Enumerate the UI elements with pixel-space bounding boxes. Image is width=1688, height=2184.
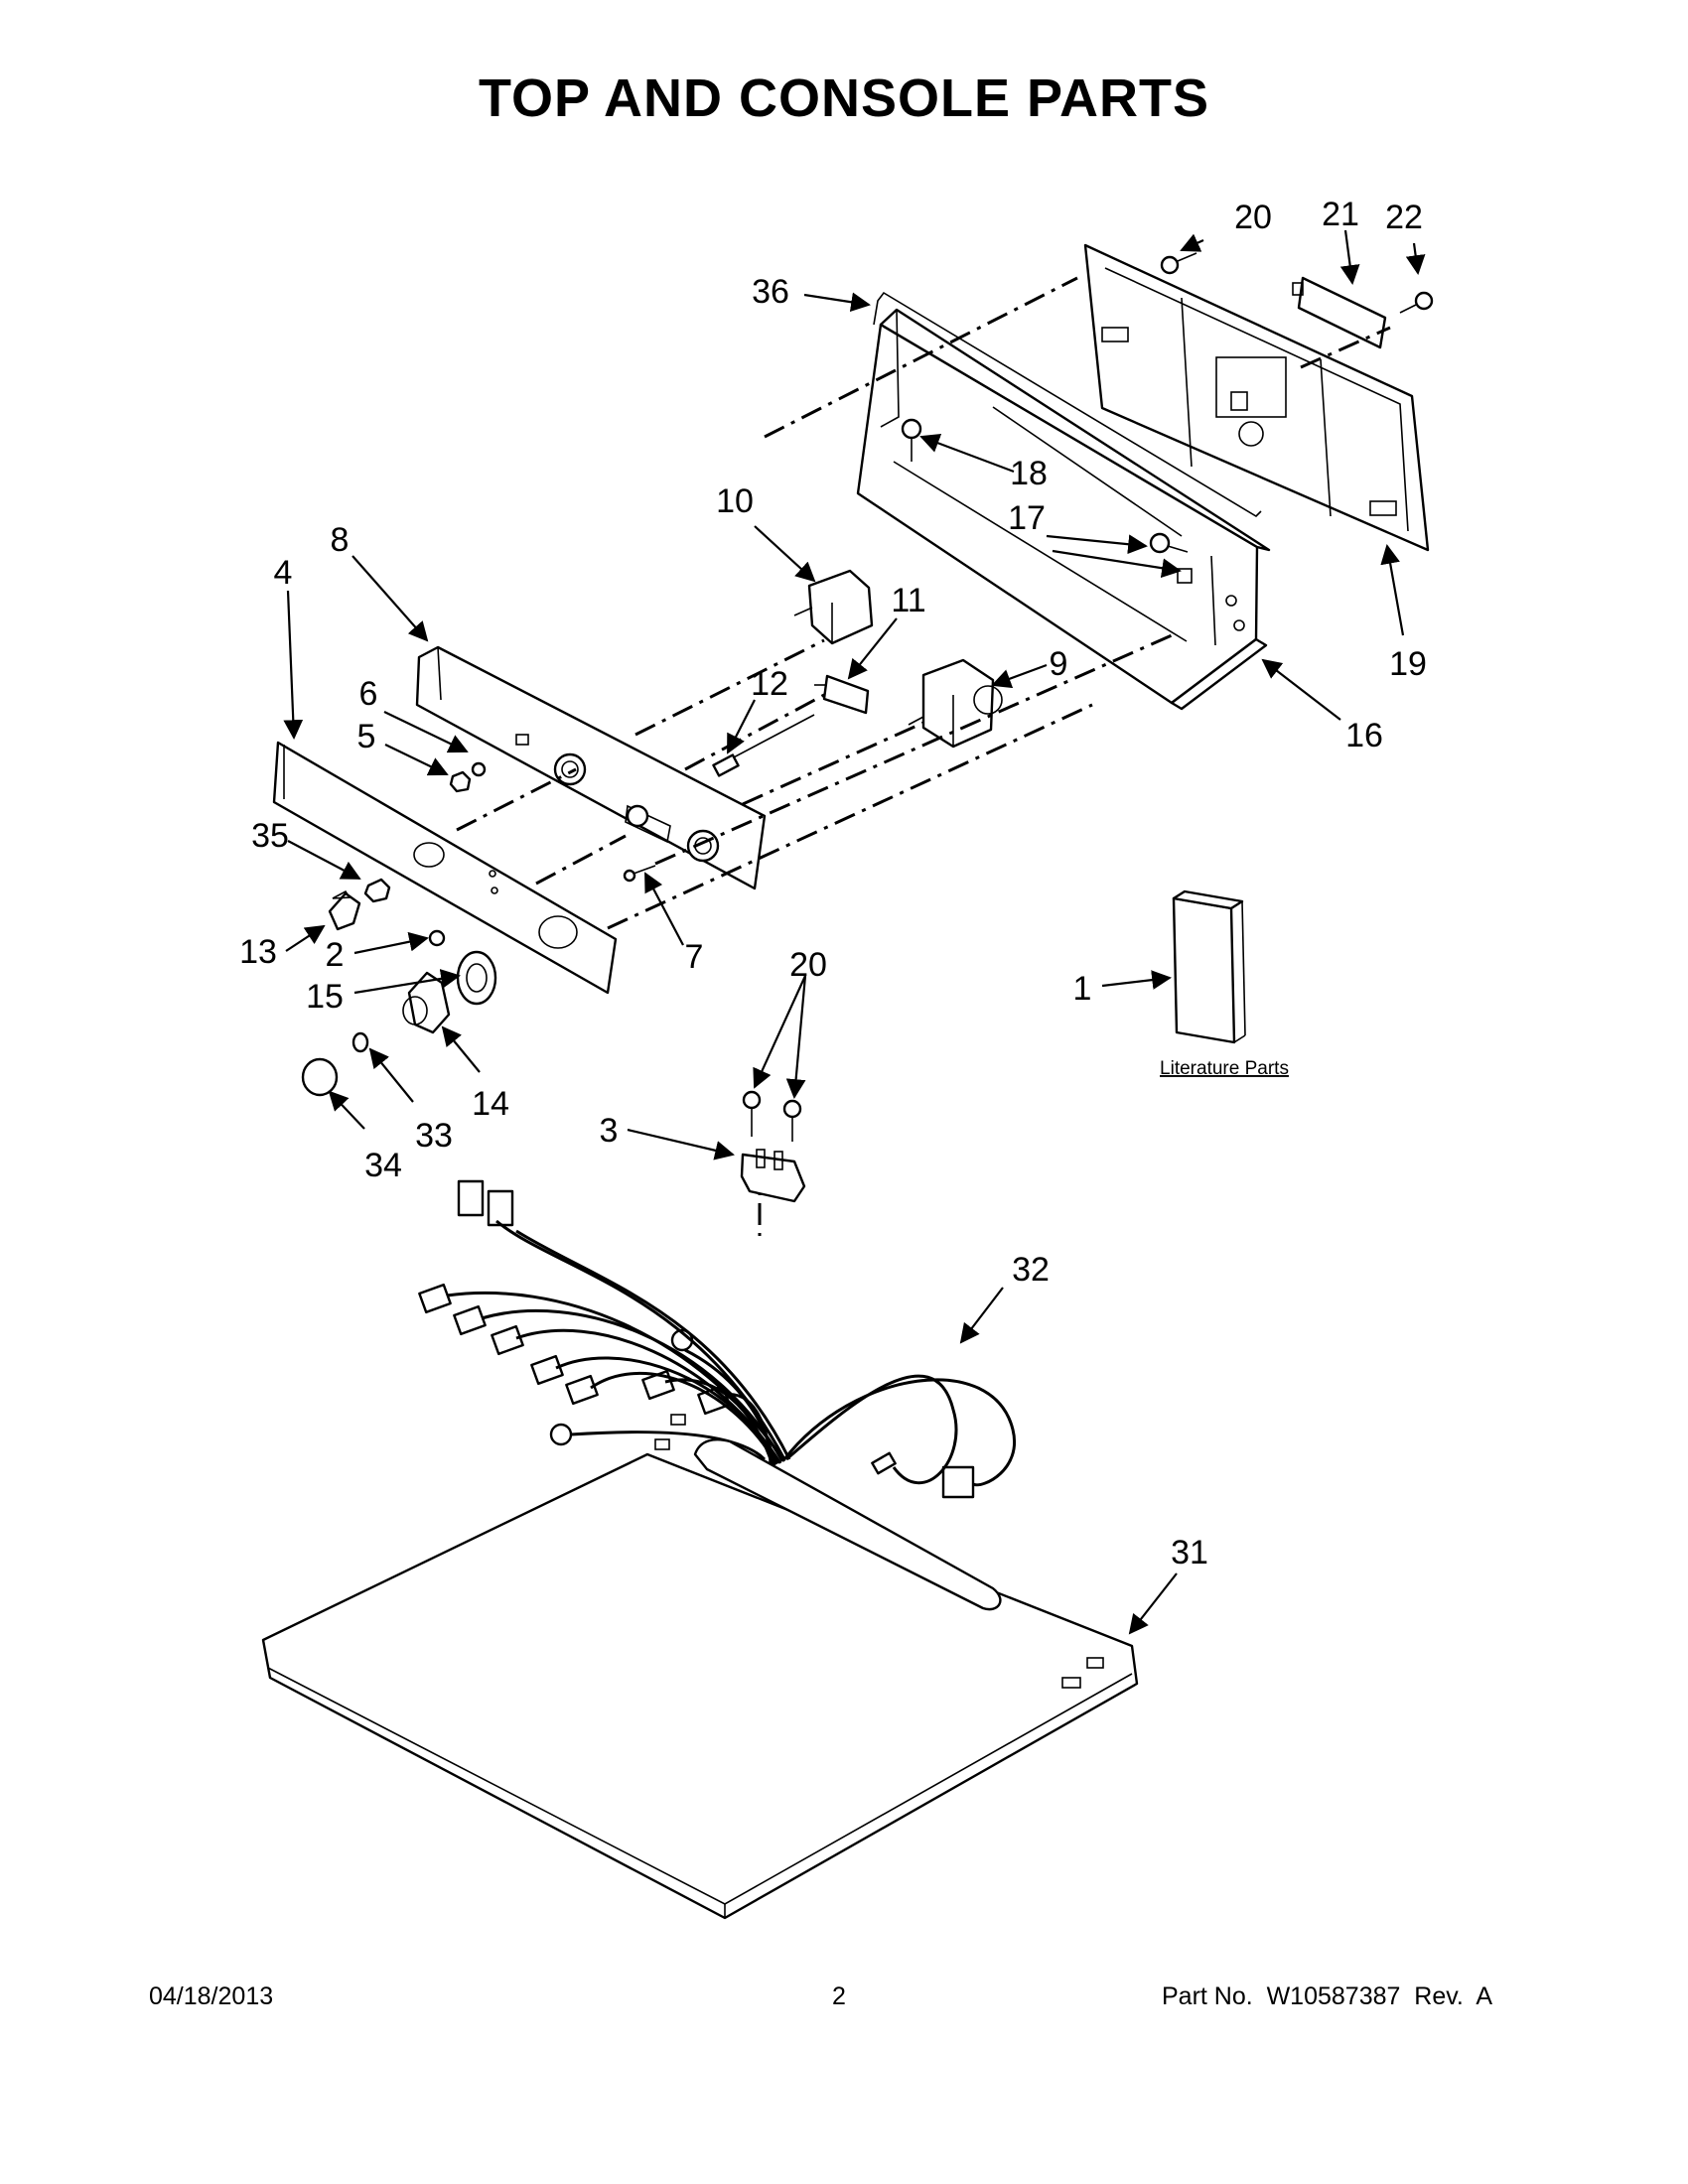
- rear-console-panel: [1083, 243, 1430, 552]
- callout-18: 18: [1010, 455, 1048, 492]
- callout-8: 8: [331, 521, 350, 559]
- callout-9: 9: [1050, 645, 1068, 683]
- callout-34: 34: [364, 1147, 402, 1184]
- knob-14: [402, 971, 451, 1034]
- callout-32: 32: [1012, 1251, 1050, 1289]
- literature-parts-label: Literature Parts: [1160, 1058, 1289, 1079]
- console-front-8: [415, 645, 767, 890]
- footer-date: 04/18/2013: [149, 1982, 274, 2010]
- callout-20-pair: 20: [789, 946, 827, 984]
- footer-part-number: Part No. W10587387 Rev. A: [1162, 1982, 1493, 2010]
- callout-17: 17: [1008, 499, 1046, 537]
- callout-11: 11: [891, 582, 925, 619]
- callout-3: 3: [600, 1112, 619, 1150]
- callout-22: 22: [1385, 199, 1423, 236]
- callout-35: 35: [251, 817, 289, 855]
- callout-16: 16: [1345, 717, 1383, 754]
- callout-31: 31: [1171, 1534, 1208, 1571]
- literature-parts-1: [1172, 889, 1246, 1044]
- callout-labels: 20 21 22 36 18 17 10 11 12 9 19 16 8 4 6…: [239, 196, 1427, 1571]
- page-title: TOP AND CONSOLE PARTS: [478, 68, 1210, 128]
- cap-34: [301, 1057, 339, 1097]
- terminal-block-3: [740, 1149, 806, 1203]
- callout-19: 19: [1389, 645, 1427, 683]
- callout-13: 13: [239, 933, 277, 971]
- callout-20-top: 20: [1234, 199, 1272, 236]
- callout-6: 6: [359, 675, 378, 713]
- screw-22: [1399, 291, 1434, 314]
- rod-36: [873, 291, 1262, 518]
- spacer-2: [428, 929, 446, 947]
- callout-7: 7: [685, 938, 704, 976]
- callout-14: 14: [472, 1085, 509, 1123]
- washer-33: [352, 1031, 369, 1053]
- screw-20-pair: [742, 1090, 802, 1142]
- nut-35: [363, 878, 391, 903]
- knob-13: [328, 889, 361, 931]
- callout-33: 33: [415, 1117, 453, 1155]
- callout-15: 15: [306, 978, 344, 1016]
- leader-arrows: [283, 229, 1426, 1635]
- callout-36: 36: [752, 273, 789, 311]
- screw-18: [901, 418, 922, 462]
- callout-1: 1: [1073, 970, 1092, 1008]
- timer-10: [793, 569, 874, 645]
- callout-21: 21: [1322, 196, 1359, 233]
- switch-11: [814, 674, 870, 715]
- callout-10: 10: [716, 482, 754, 520]
- console-housing: [856, 308, 1271, 711]
- console-panel-4: [272, 741, 618, 995]
- board-21: [1292, 276, 1387, 349]
- switch-9: [908, 658, 1003, 749]
- callout-4: 4: [274, 554, 293, 592]
- footer-page-number: 2: [832, 1982, 846, 2010]
- nut-5: [449, 770, 472, 793]
- assembly-lines: [456, 276, 1391, 1236]
- screw-20-top: [1160, 252, 1197, 275]
- screw-7: [623, 865, 656, 883]
- callout-2: 2: [326, 936, 345, 974]
- callout-12: 12: [751, 665, 788, 703]
- callout-5: 5: [357, 718, 376, 755]
- wire-harness-32: [418, 1179, 1017, 1499]
- skirt-15: [456, 950, 497, 1006]
- top-31: [261, 1414, 1139, 1920]
